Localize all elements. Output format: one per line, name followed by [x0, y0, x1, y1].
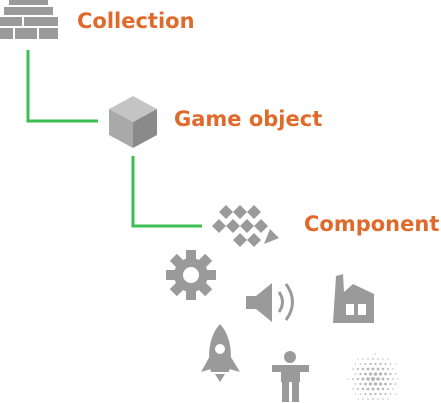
particle-dot	[376, 367, 380, 371]
particle-dot	[367, 398, 369, 400]
particle-dot	[370, 376, 376, 382]
particle-dot	[361, 367, 365, 371]
particle-dot	[371, 387, 375, 391]
particle-dot	[359, 372, 362, 376]
node-label-collection: Collection	[77, 9, 195, 33]
particle-dot	[359, 363, 362, 365]
particle-dot	[378, 382, 383, 386]
particle-dot	[382, 398, 384, 400]
particle-dot	[364, 382, 367, 386]
particle-dot	[369, 392, 372, 396]
particle-dot	[362, 398, 364, 400]
particle-dot	[392, 368, 394, 370]
rocket-icon	[201, 324, 240, 382]
particle-dot	[369, 362, 372, 366]
particle-dot	[352, 378, 354, 380]
particle-dot	[378, 372, 383, 376]
particle-dot	[374, 392, 377, 396]
particle-dot	[384, 363, 387, 365]
particle-dot	[394, 373, 397, 375]
particle-dot	[389, 363, 392, 365]
particle-dot	[373, 382, 378, 386]
particle-dot	[352, 388, 354, 390]
particle-dot	[371, 367, 375, 371]
particle-dot	[354, 393, 357, 395]
connector-collection-to-game-object	[26, 50, 98, 123]
particle-dot	[394, 393, 397, 395]
particle-dot	[392, 378, 394, 380]
particle-dot	[382, 358, 384, 360]
particle-dot	[367, 358, 369, 360]
particle-dot	[384, 382, 387, 386]
particle-dot	[377, 398, 379, 400]
particle-dot	[379, 362, 382, 366]
particle-dot	[373, 372, 378, 376]
particle-dot	[357, 398, 359, 400]
particle-dot	[354, 373, 357, 375]
particle-dot	[357, 368, 359, 370]
particle-dot	[389, 393, 392, 395]
particle-dot	[387, 358, 389, 360]
particle-dot	[362, 358, 364, 360]
particle-dot	[379, 392, 382, 396]
particle-dot	[381, 387, 385, 391]
node-label-game-object: Game object	[174, 107, 322, 131]
particle-dot	[364, 393, 367, 395]
particle-dot	[352, 368, 354, 370]
particle-dot	[364, 372, 367, 376]
particle-dot	[386, 377, 390, 381]
particle-dot	[368, 382, 373, 386]
particle-dot	[374, 362, 377, 366]
particle-dot	[347, 378, 349, 380]
particle-dot	[364, 363, 367, 365]
node-label-component: Component	[304, 212, 439, 236]
particle-dot	[374, 353, 377, 355]
particle-dot	[384, 372, 387, 376]
particles-icon	[347, 353, 399, 400]
particle-dot	[357, 358, 359, 360]
particle-dot	[354, 383, 357, 385]
particle-dot	[361, 387, 365, 391]
particle-dot	[387, 368, 389, 370]
particle-dot	[359, 382, 362, 386]
particle-dot	[376, 387, 380, 391]
collection-bricks-icon	[0, 0, 58, 39]
particle-dot	[356, 377, 360, 381]
particle-dot	[387, 388, 389, 390]
speaker-icon	[246, 283, 294, 322]
particle-dot	[394, 363, 397, 365]
particle-dot	[354, 363, 357, 365]
particle-dot	[381, 377, 385, 381]
particle-dot	[397, 378, 399, 380]
particle-dot	[366, 367, 370, 371]
factory-icon	[333, 274, 374, 323]
connector-game-object-to-component	[131, 156, 202, 228]
particle-dot	[376, 377, 380, 381]
tiles-icon	[212, 205, 279, 247]
particle-dot	[389, 382, 392, 386]
particle-dot	[387, 398, 389, 400]
person-icon	[272, 351, 309, 402]
particle-dot	[372, 398, 374, 400]
particle-dot	[394, 383, 397, 385]
particle-dot	[377, 358, 379, 360]
gear-icon	[166, 250, 216, 300]
particle-dot	[366, 377, 370, 381]
particle-dot	[392, 388, 394, 390]
particle-dot	[366, 387, 370, 391]
particle-dot	[384, 393, 387, 395]
particle-dot	[361, 377, 365, 381]
cube-icon	[109, 96, 157, 148]
particle-dot	[372, 358, 374, 360]
particle-dot	[357, 388, 359, 390]
particle-dot	[389, 372, 392, 376]
particle-dot	[381, 367, 385, 371]
particle-dot	[368, 372, 373, 376]
particle-dot	[359, 393, 362, 395]
